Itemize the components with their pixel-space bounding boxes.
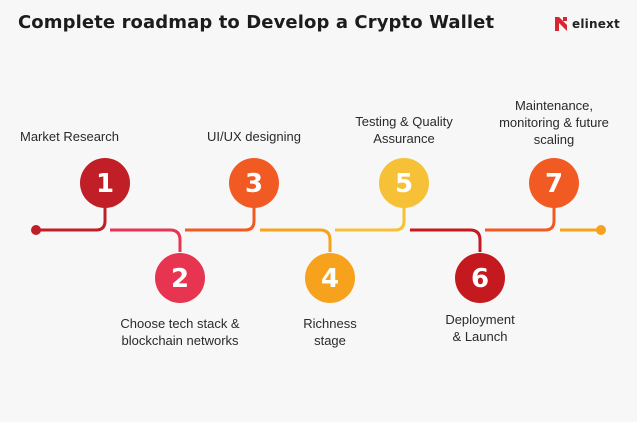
step-label-6: Deployment & Launch (445, 312, 515, 344)
end-dot (596, 225, 606, 235)
step-circle-1 (80, 158, 130, 208)
step-number-1: 1 (96, 169, 114, 199)
step-3: 3 (229, 158, 279, 208)
page-title: Complete roadmap to Develop a Crypto Wal… (18, 12, 495, 33)
step-number-7: 7 (545, 169, 563, 199)
step-number-3: 3 (245, 169, 263, 199)
step-circle-3 (229, 158, 279, 208)
step-label-7: Maintenance, monitoring & future scaling (499, 98, 609, 147)
step-6: 6 (455, 253, 505, 303)
connector-segment-7 (485, 205, 556, 232)
connector-segment-3 (185, 205, 256, 232)
step-label-5: Testing & Quality Assurance (355, 114, 453, 146)
step-number-2: 2 (171, 264, 189, 294)
step-circle-2 (155, 253, 205, 303)
step-label-3: UI/UX designing (207, 129, 301, 144)
start-dot (31, 225, 41, 235)
step-number-5: 5 (395, 169, 413, 199)
step-circles: 1 2 3 4 5 6 7 (80, 158, 579, 303)
brand-logo: elinext (554, 16, 620, 32)
step-circle-5 (379, 158, 429, 208)
step-label-4: Richness stage (303, 316, 357, 348)
connector-segment-4 (260, 228, 332, 252)
step-4: 4 (305, 253, 355, 303)
step-label-2: Choose tech stack & blockchain networks (120, 316, 240, 348)
connector-segment-2 (110, 228, 182, 252)
logo-text: elinext (572, 17, 620, 31)
connector-segment-5 (335, 205, 406, 232)
step-number-6: 6 (471, 264, 489, 294)
step-7: 7 (529, 158, 579, 208)
step-circle-7 (529, 158, 579, 208)
connector-segment-1 (36, 205, 107, 232)
step-circle-4 (305, 253, 355, 303)
step-5: 5 (379, 158, 429, 208)
step-label-1: Market Research (20, 129, 119, 144)
step-1: 1 (80, 158, 130, 208)
step-circle-6 (455, 253, 505, 303)
step-2: 2 (155, 253, 205, 303)
step-number-4: 4 (321, 264, 339, 294)
connector-segment-6 (410, 228, 482, 252)
elinext-logo-icon (555, 17, 567, 31)
